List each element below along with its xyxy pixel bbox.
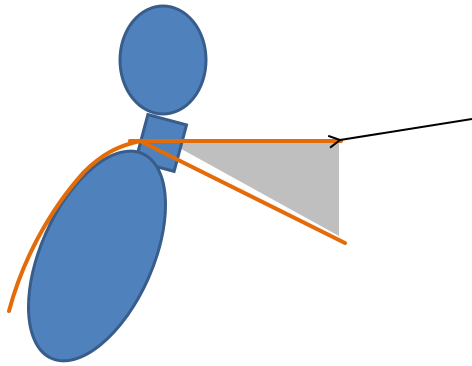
figure-torso (26, 149, 168, 363)
pointer-arrow (340, 118, 472, 140)
orange-curve-line (7, 139, 142, 313)
gray-wedge (165, 140, 339, 236)
figure-head (118, 4, 208, 116)
orange-angled-line (138, 139, 347, 245)
